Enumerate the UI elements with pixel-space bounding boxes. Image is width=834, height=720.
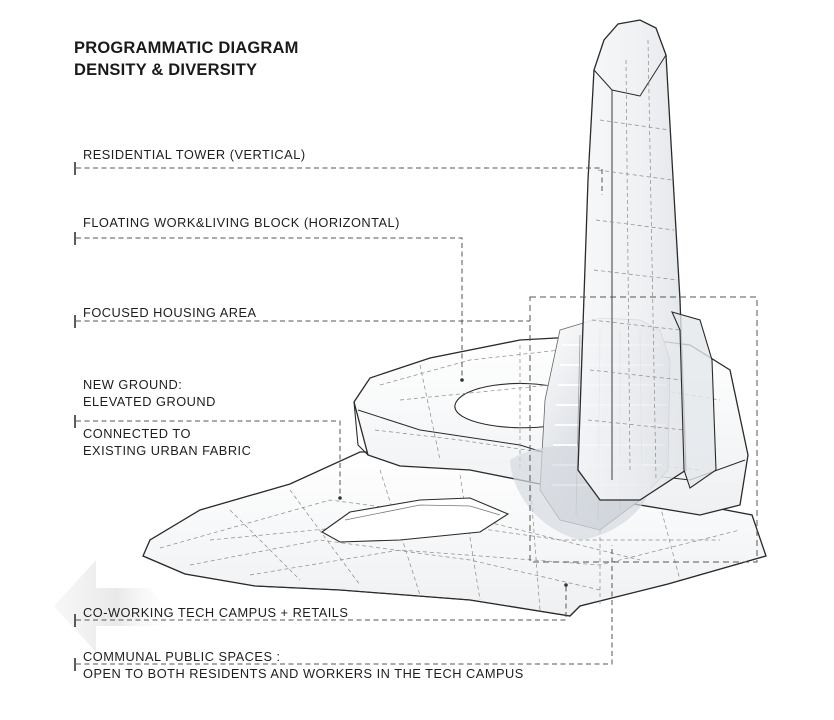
label-floating-block: FLOATING WORK&LIVING BLOCK (HORIZONTAL)	[83, 214, 400, 231]
label-communal: COMMUNAL PUBLIC SPACES : OPEN TO BOTH RE…	[83, 648, 524, 682]
title-line-1: PROGRAMMATIC DIAGRAM	[74, 39, 299, 57]
label-communal-line-2: OPEN TO BOTH RESIDENTS AND WORKERS IN TH…	[83, 666, 524, 681]
label-connected-line-2: EXISTING URBAN FABRIC	[83, 443, 252, 458]
label-residential-tower-text: RESIDENTIAL TOWER (VERTICAL)	[83, 147, 306, 162]
residential-tower	[577, 19, 717, 501]
label-communal-line-1: COMMUNAL PUBLIC SPACES :	[83, 649, 281, 664]
leader-markers	[74, 162, 568, 671]
direction-arrow-icon	[54, 560, 180, 652]
label-new-ground-line-2: ELEVATED GROUND	[83, 394, 216, 409]
label-floating-block-text: FLOATING WORK&LIVING BLOCK (HORIZONTAL)	[83, 215, 400, 230]
focused-housing-frame	[529, 296, 758, 563]
label-focused-housing: FOCUSED HOUSING AREA	[83, 304, 257, 321]
title-line-2: DENSITY & DIVERSITY	[74, 61, 258, 79]
label-residential-tower: RESIDENTIAL TOWER (VERTICAL)	[83, 146, 306, 163]
label-coworking-text: CO-WORKING TECH CAMPUS + RETAILS	[83, 605, 349, 620]
diagram-title: PROGRAMMATIC DIAGRAM DENSITY & DIVERSITY	[74, 37, 299, 81]
label-focused-housing-text: FOCUSED HOUSING AREA	[83, 305, 257, 320]
label-connected: CONNECTED TO EXISTING URBAN FABRIC	[83, 425, 251, 459]
label-coworking: CO-WORKING TECH CAMPUS + RETAILS	[83, 604, 348, 621]
label-connected-line-1: CONNECTED TO	[83, 426, 191, 441]
label-new-ground-line-1: NEW GROUND:	[83, 377, 183, 392]
label-new-ground: NEW GROUND: ELEVATED GROUND	[83, 376, 216, 410]
leader-lines	[76, 167, 613, 665]
